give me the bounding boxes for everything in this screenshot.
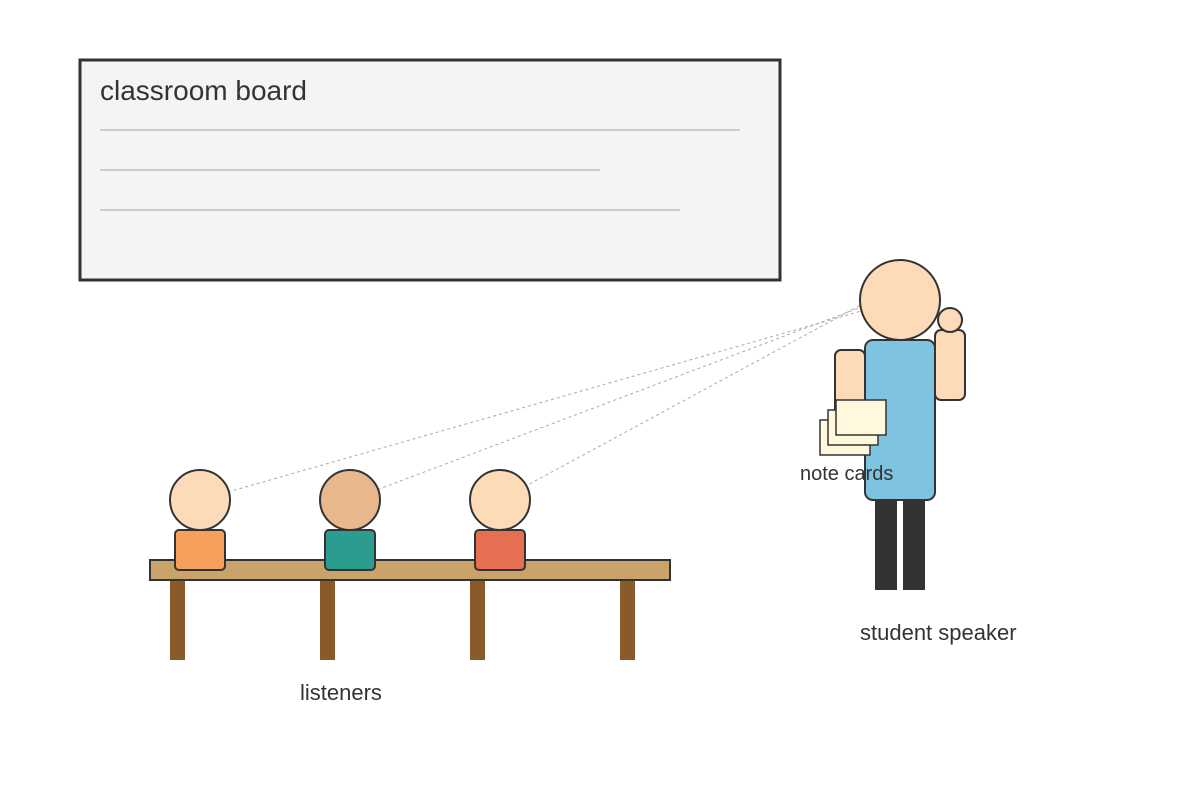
listener (169, 469, 231, 571)
listener-head (469, 469, 531, 531)
table-leg (170, 580, 185, 660)
speaker-leg (903, 495, 925, 590)
student-speaker (819, 259, 966, 590)
speaker-head (859, 259, 941, 341)
sight-line (199, 299, 901, 501)
listener-body (324, 529, 376, 571)
listener (469, 469, 531, 571)
table-leg (620, 580, 635, 660)
classroom-board: classroom board (78, 58, 782, 282)
listeners-label: listeners (300, 680, 382, 705)
sight-line (499, 299, 871, 501)
note-cards-label: note cards (800, 463, 893, 485)
table-leg (470, 580, 485, 660)
sight-lines (199, 299, 901, 501)
listener-head (169, 469, 231, 531)
speaker-raised-arm (934, 329, 966, 401)
speaker-label: student speaker (860, 620, 1017, 645)
table-top (149, 559, 671, 581)
listener-body (474, 529, 526, 571)
listener (319, 469, 381, 571)
board-title: classroom board (100, 75, 307, 106)
sight-line (349, 299, 881, 501)
table-leg (320, 580, 335, 660)
speaker-hand (937, 307, 963, 333)
note-card (835, 399, 887, 436)
speaker-leg (875, 495, 897, 590)
listener-body (174, 529, 226, 571)
listener-head (319, 469, 381, 531)
note-cards (819, 399, 887, 456)
table (149, 559, 671, 660)
